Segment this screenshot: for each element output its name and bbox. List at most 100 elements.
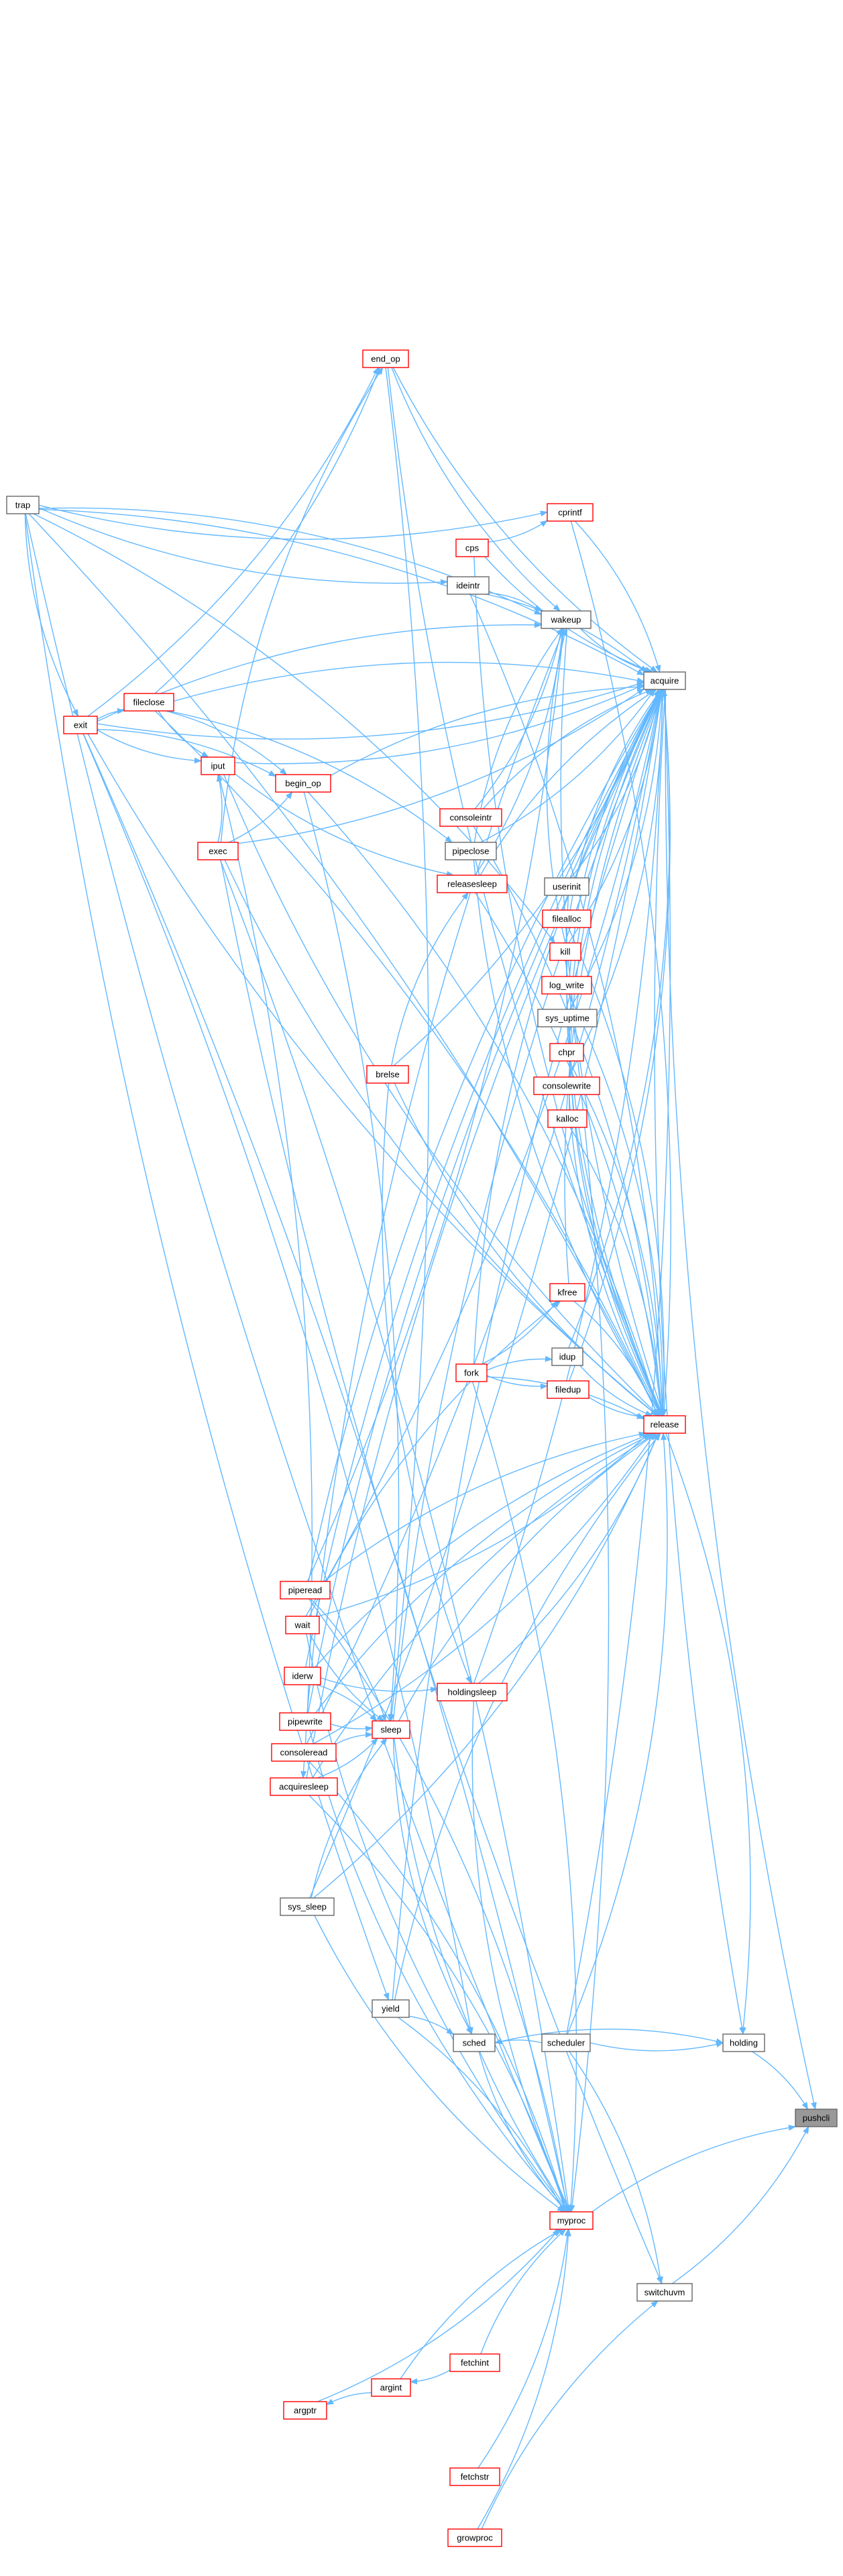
node-begin-op[interactable]: begin_op	[275, 774, 331, 793]
node-holdingsleep[interactable]: holdingsleep	[437, 1683, 508, 1701]
node-userinit-box	[544, 877, 589, 896]
node-chpr-label: chpr	[558, 1048, 575, 1058]
edge-releasesleep-to-release	[475, 892, 664, 1417]
edge-cprintf-to-release	[570, 520, 671, 1417]
edge-end_op-to-release	[387, 367, 663, 1417]
node-kfree[interactable]: kfree	[549, 1283, 585, 1302]
edge-chpr-to-release	[568, 1060, 665, 1417]
node-sleep[interactable]: sleep	[372, 1720, 410, 1739]
node-wait-label: wait	[294, 1620, 311, 1630]
node-wait[interactable]: wait	[285, 1616, 320, 1634]
node-holding-box	[722, 2033, 765, 2052]
node-end-op[interactable]: end_op	[362, 349, 409, 368]
node-scheduler: scheduler	[541, 2033, 591, 2052]
edge-consoleread-to-acquire	[306, 688, 664, 1744]
edge-wakeup-to-acquire	[579, 628, 652, 673]
edge-log_write-to-release	[568, 993, 666, 1417]
node-acquiresleep[interactable]: acquiresleep	[270, 1777, 338, 1796]
node-consoleintr[interactable]: consoleintr	[439, 808, 502, 827]
node-cps[interactable]: cps	[455, 539, 489, 557]
node-fork[interactable]: fork	[455, 1363, 488, 1382]
node-release[interactable]: release	[643, 1415, 686, 1434]
edge-fetchint-to-myproc	[480, 2229, 567, 2355]
node-piperead[interactable]: piperead	[280, 1581, 331, 1600]
node-fetchint[interactable]: fetchint	[449, 2353, 500, 2372]
node-iput[interactable]: iput	[201, 757, 235, 775]
node-consoleread[interactable]: consoleread	[271, 1743, 337, 1762]
edge-cprintf-to-acquire	[574, 520, 661, 673]
node-pipewrite[interactable]: pipewrite	[279, 1712, 331, 1731]
node-log-write[interactable]: log_write	[541, 976, 592, 995]
edge-filealloc-to-release	[567, 927, 667, 1417]
node-exec[interactable]: exec	[197, 842, 239, 860]
edge-pipewrite-to-wakeup	[306, 627, 565, 1714]
node-cps-label: cps	[465, 543, 480, 553]
node-fileclose-label: fileclose	[133, 697, 165, 708]
edge-idup-to-release	[579, 1365, 653, 1416]
node-kalloc[interactable]: kalloc	[547, 1109, 587, 1128]
node-myproc[interactable]: myproc	[549, 2211, 594, 2230]
edge-sched-to-holding	[494, 2028, 724, 2045]
node-fetchstr[interactable]: fetchstr	[449, 2467, 500, 2486]
edge-scheduler-to-sched	[494, 2038, 543, 2045]
node-kill[interactable]: kill	[549, 942, 581, 961]
node-filealloc[interactable]: filealloc	[542, 909, 592, 928]
node-iderw-label: iderw	[292, 1671, 313, 1681]
node-pushcli-box	[795, 2109, 838, 2127]
edge-fileclose-to-release	[154, 710, 659, 1417]
edge-growproc-to-myproc	[477, 2228, 571, 2530]
node-brelse[interactable]: brelse	[366, 1065, 409, 1084]
node-releasesleep-box	[437, 875, 508, 893]
edge-iderw-to-acquire	[305, 689, 662, 1668]
node-exit[interactable]: exit	[63, 716, 98, 734]
edge-brelse-to-releasesleep	[391, 892, 469, 1066]
edges	[24, 366, 817, 2530]
edge-pipewrite-to-sleep	[330, 1723, 374, 1732]
edge-consoleintr-to-wakeup	[474, 627, 563, 809]
node-sys-uptime: sys_uptime	[537, 1009, 598, 1027]
node-argptr[interactable]: argptr	[283, 2401, 327, 2420]
node-cprintf[interactable]: cprintf	[547, 503, 594, 522]
edge-release-to-holding	[665, 1433, 751, 2035]
node-pipewrite-box	[279, 1712, 331, 1731]
node-wait-box	[285, 1616, 320, 1634]
node-acquire-label: acquire	[651, 676, 679, 686]
edge-sys_uptime-to-acquire	[569, 688, 665, 1010]
node-sched-box	[453, 2033, 496, 2052]
node-filedup[interactable]: filedup	[547, 1380, 589, 1399]
node-wakeup: wakeup	[541, 610, 592, 629]
node-argint[interactable]: argint	[371, 2378, 411, 2397]
node-pipeclose-box	[445, 842, 497, 860]
edge-exit-to-myproc	[82, 733, 570, 2213]
edge-exit-to-sched	[82, 733, 473, 2035]
node-pushcli: pushcli	[795, 2109, 838, 2127]
edge-fileclose-to-acquire	[173, 661, 645, 702]
edge-sleep-to-myproc	[394, 1738, 569, 2213]
edge-trap-to-release	[28, 513, 659, 1417]
node-iderw[interactable]: iderw	[284, 1667, 321, 1685]
edge-exec-to-myproc	[219, 859, 571, 2213]
node-acquire-box	[643, 671, 686, 690]
node-kill-box	[549, 942, 581, 961]
edge-sched-to-myproc	[478, 2051, 567, 2213]
node-sys-sleep: sys_sleep	[280, 1897, 335, 1916]
edge-exit-to-iput	[97, 729, 203, 764]
node-pipeclose: pipeclose	[445, 842, 497, 860]
edge-wait-to-acquire	[305, 688, 663, 1617]
node-growproc[interactable]: growproc	[447, 2528, 502, 2547]
edge-sys_sleep-to-myproc	[314, 1915, 565, 2213]
edge-consoleread-to-release	[313, 1433, 656, 1744]
edge-yield-to-release	[394, 1433, 661, 2001]
edge-yield-to-sched	[408, 2015, 454, 2035]
node-filedup-label: filedup	[555, 1385, 581, 1395]
node-consolewrite[interactable]: consolewrite	[533, 1076, 600, 1095]
edge-argint-to-myproc	[400, 2229, 563, 2379]
edge-kalloc-to-release	[569, 1127, 665, 1417]
node-kfree-box	[549, 1283, 585, 1302]
edge-yield-to-acquire	[392, 688, 664, 2001]
node-sys-uptime-label: sys_uptime	[545, 1013, 589, 1023]
node-releasesleep[interactable]: releasesleep	[437, 875, 508, 893]
edge-kill-to-wakeup	[546, 627, 567, 944]
node-chpr[interactable]: chpr	[549, 1043, 584, 1062]
node-fileclose[interactable]: fileclose	[123, 693, 174, 712]
